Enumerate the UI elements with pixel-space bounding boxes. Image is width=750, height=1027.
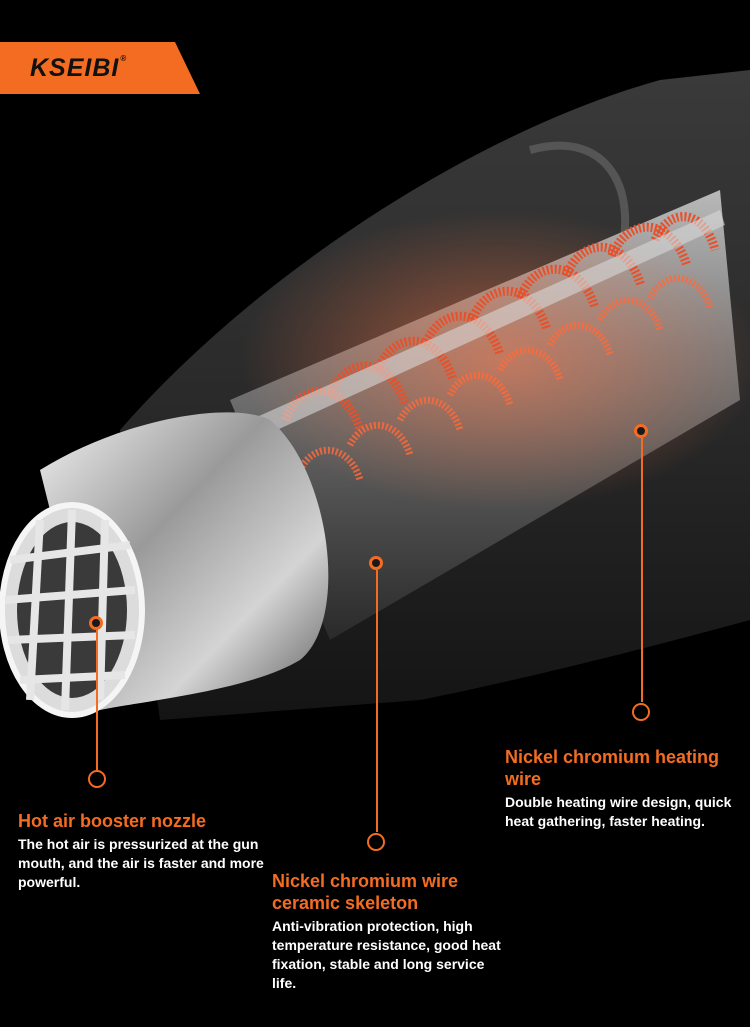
skeleton-marker-ring [367,833,385,851]
ceramic-skeleton [250,210,725,440]
callout-description: Double heating wire design, quick heat g… [505,794,732,829]
nozzle-grid [4,509,136,711]
registered-mark: ® [120,54,128,63]
callout-hot-air-nozzle: Hot air booster nozzle The hot air is pr… [18,810,268,892]
brand-badge-shape [0,42,200,94]
callout-title: Nickel chromium wire ceramic skeleton [272,871,459,913]
callout-title: Hot air booster nozzle [18,811,207,831]
callout-description: The hot air is pressurized at the gun mo… [18,836,264,890]
nozzle-marker-dot [89,616,103,630]
brand-badge: KSEIBI® [0,42,205,94]
skeleton-leader-line [376,570,378,832]
nozzle-leader-line [96,630,98,770]
brand-name: KSEIBI [30,54,120,82]
nozzle-marker-ring [88,770,106,788]
heating-wire-marker-ring [632,703,650,721]
coil-glow [240,210,750,510]
callout-ceramic-skeleton: Nickel chromium wire ceramic skeleton An… [272,870,512,993]
brand-logo-text: KSEIBI® [30,54,127,83]
callout-description: Anti-vibration protection, high temperat… [272,918,501,991]
callout-heating-wire: Nickel chromium heating wire Double heat… [505,746,750,831]
skeleton-marker-dot [369,556,383,570]
heating-coils-lower [296,274,714,482]
callout-title: Nickel chromium heating wire [505,747,720,789]
heating-wire-leader-line [641,438,643,702]
heating-wire-marker-dot [634,424,648,438]
